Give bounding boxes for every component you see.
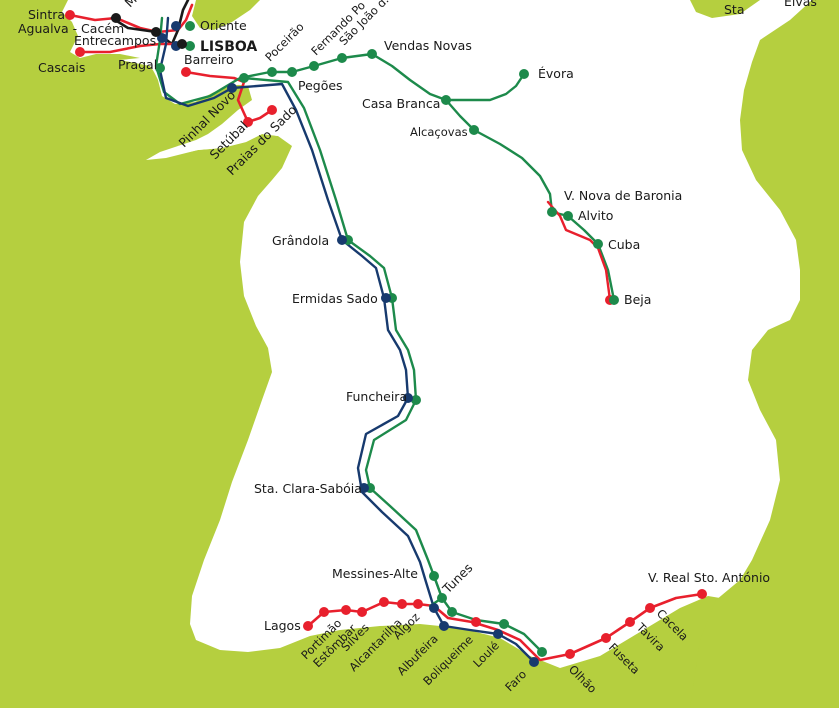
station-algoz-2[interactable] <box>413 599 423 609</box>
label-evora: Évora <box>538 66 574 81</box>
label-cuba: Cuba <box>608 237 640 252</box>
station-pocerao[interactable] <box>267 67 277 77</box>
station-fuseta[interactable] <box>601 633 611 643</box>
label-ermidas-sado: Ermidas Sado <box>292 291 378 306</box>
station-agualva[interactable] <box>111 13 121 23</box>
tagus-estuary <box>120 56 250 104</box>
label-oriente: Oriente <box>200 18 247 33</box>
label-cascais: Cascais <box>38 60 85 75</box>
station-oriente-navy[interactable] <box>171 21 181 31</box>
station-black-3[interactable] <box>177 39 187 49</box>
station-cascais[interactable] <box>75 47 85 57</box>
label-sta-cropped: Sta <box>724 2 745 17</box>
station-pinhal-novo[interactable] <box>239 73 249 83</box>
station-tunes-2[interactable] <box>447 607 457 617</box>
station-vendas-novas[interactable] <box>367 49 377 59</box>
station-alcacovas[interactable] <box>469 125 479 135</box>
land-top-right <box>690 0 760 18</box>
station-casa-branca[interactable] <box>441 95 451 105</box>
label-vendas-novas: Vendas Novas <box>384 38 472 53</box>
station-albufeira-2[interactable] <box>439 621 449 631</box>
station-albufeira[interactable] <box>429 603 439 613</box>
station-algoz[interactable] <box>397 599 407 609</box>
station-sta-clara-navy[interactable] <box>359 483 369 493</box>
station-pegoes[interactable] <box>287 67 297 77</box>
station-silves[interactable] <box>357 607 367 617</box>
label-beja: Beja <box>624 292 651 307</box>
station-loule[interactable] <box>499 619 509 629</box>
station-ermidas-navy[interactable] <box>381 293 391 303</box>
station-funcheira-navy[interactable] <box>403 393 413 403</box>
line-navy-south <box>230 82 536 664</box>
label-entrecampos: Entrecampos <box>74 33 156 48</box>
station-oriente[interactable] <box>185 21 195 31</box>
station-pragal[interactable] <box>155 63 165 73</box>
station-faro[interactable] <box>529 657 539 667</box>
station-faro-green[interactable] <box>537 647 547 657</box>
station-alvito[interactable] <box>563 211 573 221</box>
station-grandola-navy[interactable] <box>337 235 347 245</box>
station-fernando-po[interactable] <box>309 61 319 71</box>
station-sao-joao[interactable] <box>337 53 347 63</box>
station-beja[interactable] <box>609 295 619 305</box>
label-lisboa: LISBOA <box>200 39 257 55</box>
land-west-coast <box>0 0 720 708</box>
label-sintra: Sintra <box>28 7 65 22</box>
station-v-real[interactable] <box>697 589 707 599</box>
station-tavira[interactable] <box>625 617 635 627</box>
station-loule-navy[interactable] <box>493 629 503 639</box>
station-cuba[interactable] <box>593 239 603 249</box>
station-evora[interactable] <box>519 69 529 79</box>
line-navy-lisbon-south <box>158 16 234 108</box>
stations <box>65 10 707 667</box>
station-v-nova-baronia[interactable] <box>547 207 557 217</box>
label-grandola: Grândola <box>272 233 329 248</box>
line-barreiro-red <box>184 70 274 124</box>
label-barreiro: Barreiro <box>184 52 234 67</box>
land-north-strip <box>192 0 260 30</box>
station-pinhal-novo-navy[interactable] <box>227 83 237 93</box>
station-boliqueime[interactable] <box>471 617 481 627</box>
line-red-beja <box>546 200 612 302</box>
line-green-south <box>242 76 544 654</box>
station-sintra[interactable] <box>65 10 75 20</box>
label-messines-alte: Messines-Alte <box>332 566 418 581</box>
station-funcheira[interactable] <box>411 395 421 405</box>
station-portimao[interactable] <box>319 607 329 617</box>
land-east <box>690 0 839 708</box>
label-funcheira: Funcheira <box>346 389 407 404</box>
station-lagos[interactable] <box>303 621 313 631</box>
label-lagos: Lagos <box>264 618 301 633</box>
station-olhao[interactable] <box>565 649 575 659</box>
station-estombar[interactable] <box>341 605 351 615</box>
label-elvas-cropped: Elvas <box>784 0 817 9</box>
label-agualva-cacem: Agualva - Cacém <box>18 21 124 36</box>
line-green-vendas-evora <box>370 52 526 102</box>
label-pegoes: Pegões <box>298 78 343 93</box>
station-messines[interactable] <box>429 571 439 581</box>
label-casa-branca: Casa Branca <box>362 96 440 111</box>
station-setubal[interactable] <box>243 117 253 127</box>
label-m-cropped: M <box>122 0 140 10</box>
station-barreiro[interactable] <box>181 67 191 77</box>
label-pragal: Pragal <box>118 57 157 72</box>
station-alcantarilha[interactable] <box>379 597 389 607</box>
station-cacela[interactable] <box>645 603 655 613</box>
station-tunes[interactable] <box>437 593 447 603</box>
station-lisboa[interactable] <box>185 41 195 51</box>
label-v-nova-de-baronia: V. Nova de Baronia <box>564 188 682 203</box>
label-v-real-sto-antonio: V. Real Sto. António <box>648 570 770 585</box>
station-black-2[interactable] <box>151 27 161 37</box>
label-sta-clara-saboia: Sta. Clara-Sabóia <box>254 481 362 496</box>
station-praias-do-sado[interactable] <box>267 105 277 115</box>
label-alvito: Alvito <box>578 208 613 223</box>
label-alcacovas: Alcaçovas <box>410 125 468 139</box>
